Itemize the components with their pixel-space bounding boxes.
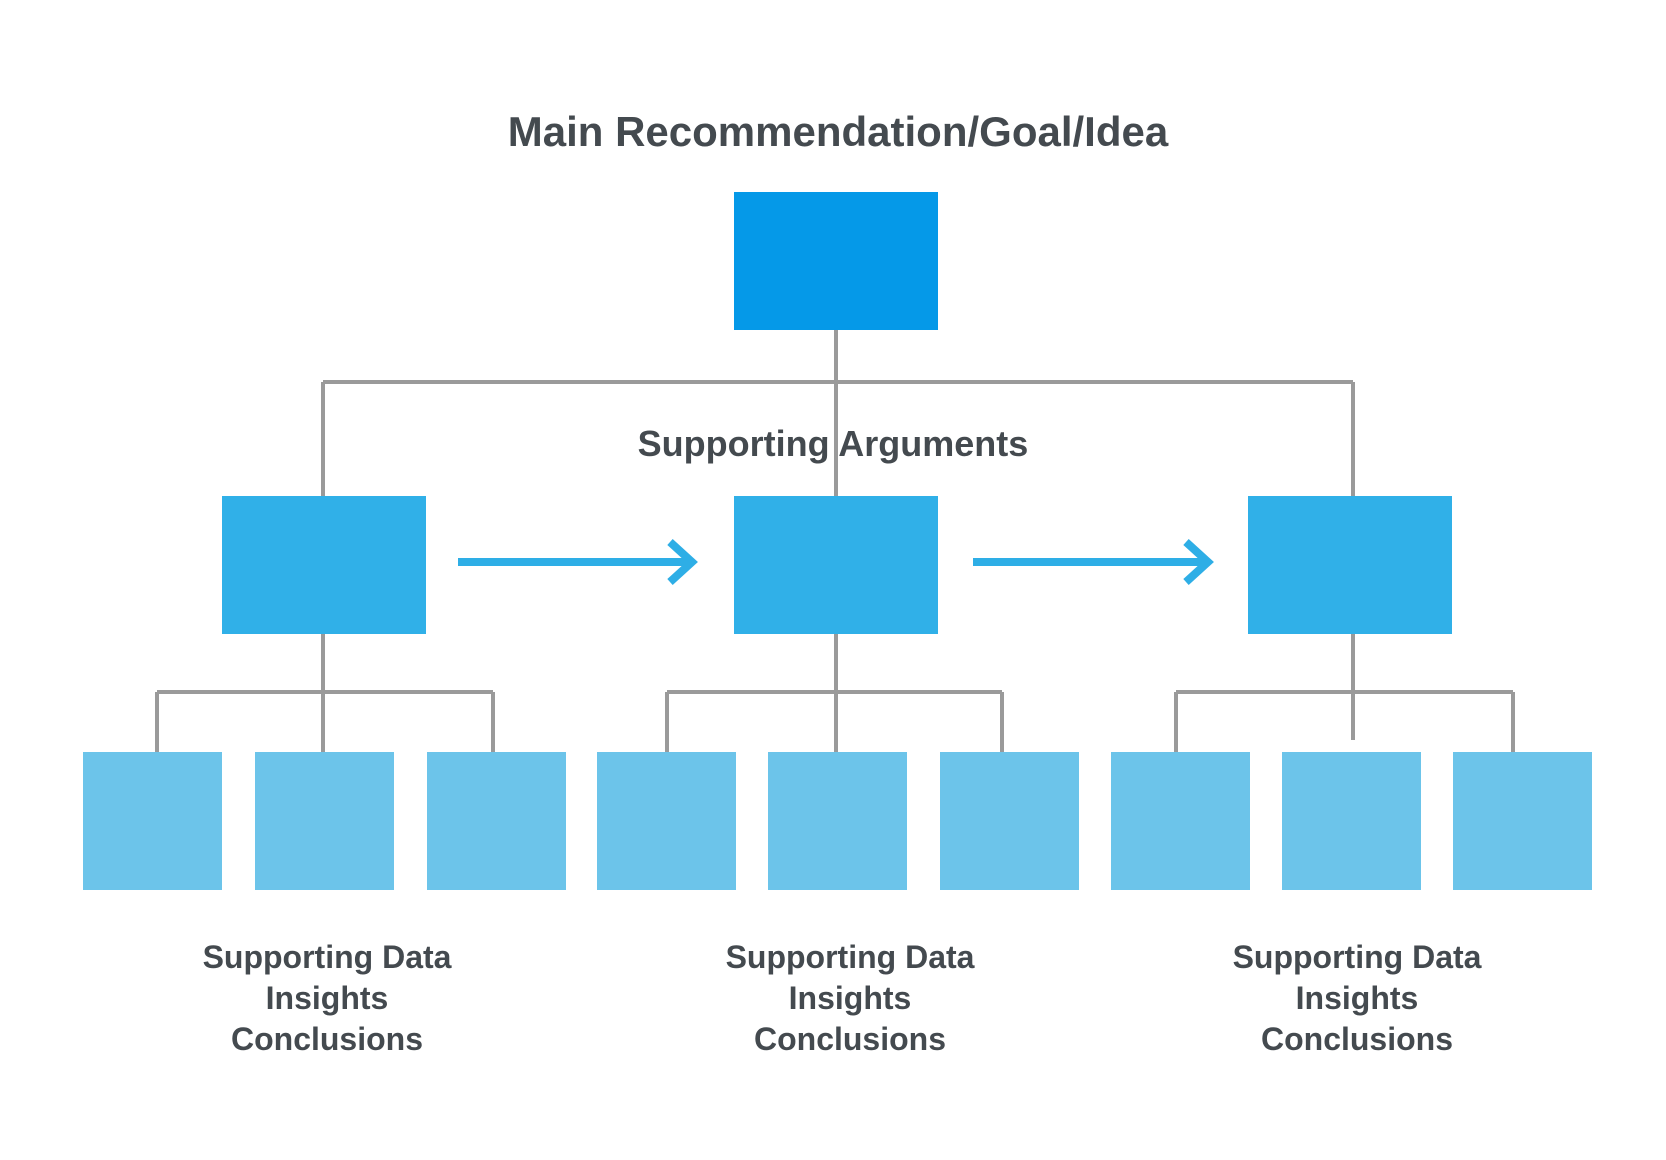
data-box-2-2 [768,752,907,890]
data-box-1-1 [83,752,222,890]
caption-3-line-1: Supporting Data [1233,939,1482,975]
data-box-1-3 [427,752,566,890]
data-boxes [83,752,1592,890]
arrow-right-1 [458,539,698,585]
caption-2-line-2: Insights [789,980,912,1016]
caption-1-line-2: Insights [266,980,389,1016]
data-box-3-3 [1453,752,1592,890]
arrows [458,539,1214,585]
argument-box-3 [1248,496,1452,634]
caption-1-line-3: Conclusions [231,1021,423,1057]
data-box-1-2 [255,752,394,890]
main-idea-box [734,192,938,330]
caption-3-line-2: Insights [1296,980,1419,1016]
caption-3-line-3: Conclusions [1261,1021,1453,1057]
caption-2-line-3: Conclusions [754,1021,946,1057]
caption-group-1: Supporting Data Insights Conclusions [203,939,452,1057]
data-box-3-2 [1282,752,1421,890]
caption-group-2: Supporting Data Insights Conclusions [726,939,975,1057]
caption-2-line-1: Supporting Data [726,939,975,975]
argument-box-1 [222,496,426,634]
lower-connectors [155,634,1515,752]
argument-box-2 [734,496,938,634]
top-connectors [321,330,1355,496]
data-box-2-3 [940,752,1079,890]
data-box-3-1 [1111,752,1250,890]
data-box-2-1 [597,752,736,890]
caption-group-3: Supporting Data Insights Conclusions [1233,939,1482,1057]
supporting-arguments-label: Supporting Arguments [638,423,1029,464]
arrow-right-2 [973,539,1214,585]
main-title: Main Recommendation/Goal/Idea [508,108,1169,155]
caption-1-line-1: Supporting Data [203,939,452,975]
